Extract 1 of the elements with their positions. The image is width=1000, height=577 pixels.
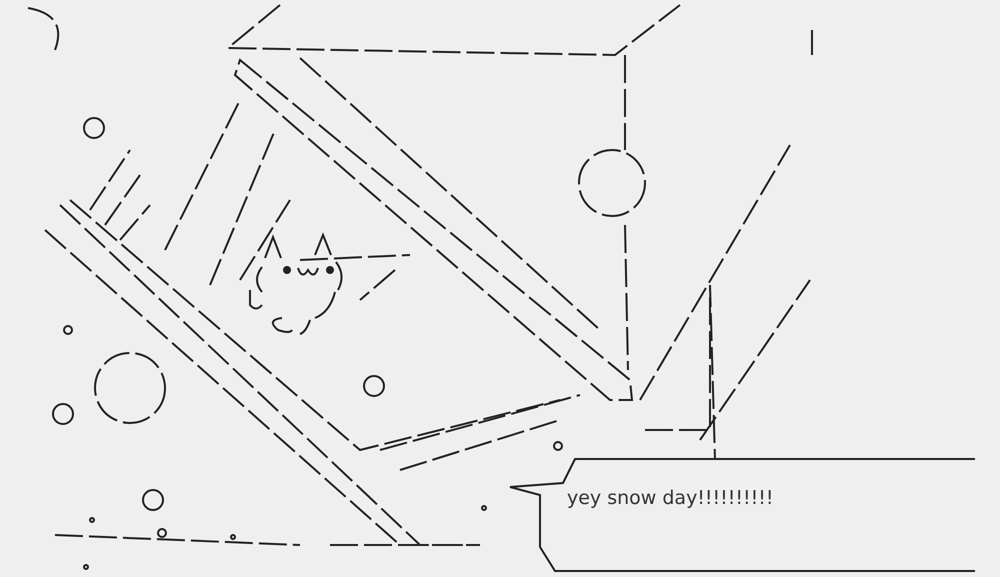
speech-text: yey snow day!!!!!!!!!! bbox=[567, 487, 774, 509]
